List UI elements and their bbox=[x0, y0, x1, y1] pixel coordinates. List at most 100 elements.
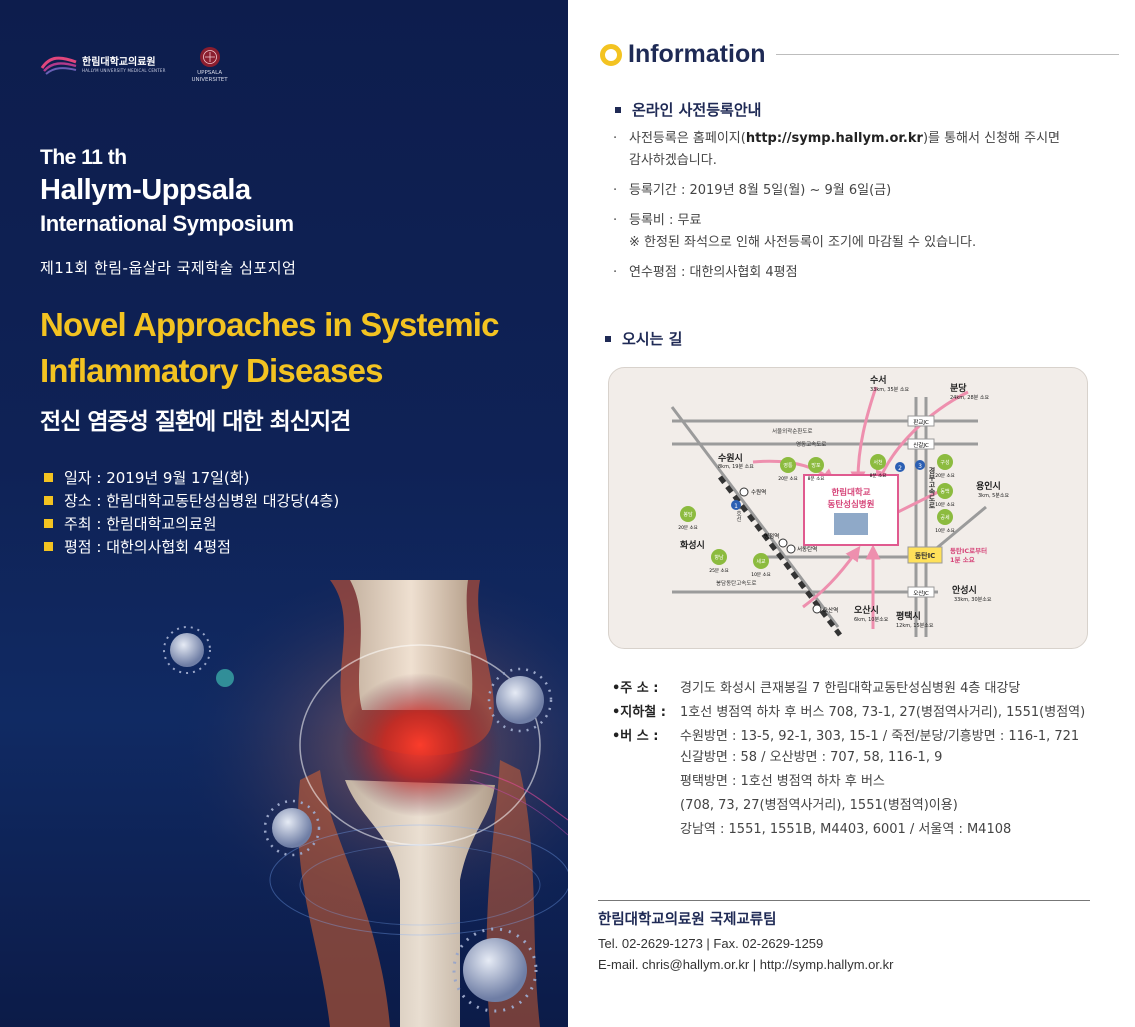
bus-line-1: 수원방면 : 13-5, 92-1, 303, 15-1 / 죽전/분당/기흥방… bbox=[680, 728, 1080, 744]
svg-text:25분 소요: 25분 소요 bbox=[709, 568, 729, 574]
uppsala-seal-icon bbox=[199, 47, 220, 67]
hallym-logo: 한림대학교의료원 HALLYM UNIVERSITY MEDICAL CENTE… bbox=[40, 54, 166, 76]
svg-text:20분 소요: 20분 소요 bbox=[935, 473, 955, 479]
svg-text:20분 소요: 20분 소요 bbox=[678, 525, 698, 531]
bus-line-4: (708, 73, 27(병점역사거리), 1551(병점역)이용) bbox=[680, 798, 958, 813]
registration-details: · 사전등록은 홈페이지(http://symp.hallym.or.kr)를 … bbox=[613, 128, 1113, 284]
bullet-square bbox=[615, 106, 621, 113]
svg-text:6km, 10분소요: 6km, 10분소요 bbox=[854, 617, 889, 623]
bullet-dot: · bbox=[613, 131, 618, 146]
svg-text:20분 소요: 20분 소요 bbox=[778, 476, 798, 482]
svg-text:3: 3 bbox=[918, 463, 922, 470]
hospital-name-2: 동탄성심병원 bbox=[828, 499, 875, 510]
logo-row: 한림대학교의료원 HALLYM UNIVERSITY MEDICAL CENTE… bbox=[40, 46, 232, 84]
subway-row: •지하철 : 1호선 병점역 하차 후 버스 708, 73-1, 27(병점역… bbox=[612, 698, 1085, 722]
bus-line-2: 신갈방면 : 58 / 오산방면 : 707, 58, 116-1, 9 bbox=[680, 750, 943, 765]
svg-text:33km, 30분소요: 33km, 30분소요 bbox=[954, 597, 992, 603]
svg-text:8분 소요: 8분 소요 bbox=[870, 473, 887, 479]
header-divider bbox=[776, 54, 1119, 55]
reg-item-fee: ·등록비 : 무료 bbox=[613, 213, 702, 228]
svg-text:33km, 35분 소요: 33km, 35분 소요 bbox=[870, 387, 909, 393]
reg-item-homepage: · 사전등록은 홈페이지(http://symp.hallym.or.kr)를 … bbox=[613, 128, 1113, 150]
reg-item-homepage-cont: 감사하겠습니다. bbox=[629, 153, 717, 168]
svg-text:1분 소요: 1분 소요 bbox=[950, 555, 975, 564]
hospital-building-icon bbox=[834, 513, 868, 535]
bullet-square bbox=[44, 473, 53, 482]
svg-text:화성시: 화성시 bbox=[680, 539, 705, 551]
detail-credit: 평점 : 대한의사협회 4평점 bbox=[44, 535, 339, 558]
svg-text:10분 소요: 10분 소요 bbox=[935, 502, 955, 508]
directions-map: 한림대학교 동탄성심병원 동탄IC 동탄IC로부터 1분 소요 판교JC 신갈J… bbox=[608, 367, 1088, 649]
svg-text:경부고속도로: 경부고속도로 bbox=[928, 466, 936, 509]
svg-text:세교: 세교 bbox=[756, 558, 766, 565]
dongtan-ic-box bbox=[907, 546, 943, 564]
svg-text:서울외곽순환도로: 서울외곽순환도로 bbox=[772, 427, 812, 435]
svg-text:1: 1 bbox=[734, 503, 738, 510]
svg-text:평택시: 평택시 bbox=[896, 610, 921, 622]
hallym-wave-icon bbox=[40, 56, 77, 75]
edition-title: The 11 th bbox=[40, 146, 127, 169]
svg-text:오산JC: 오산JC bbox=[913, 589, 929, 597]
directions-heading: 오시는 길 bbox=[605, 328, 682, 349]
detail-date: 일자 : 2019년 9월 17일(화) bbox=[44, 466, 339, 489]
svg-text:10분 소요: 10분 소요 bbox=[935, 528, 955, 534]
detail-venue: 장소 : 한림대학교동탄성심병원 대강당(4층) bbox=[44, 489, 339, 512]
hospital-name: 한림대학교 bbox=[831, 487, 870, 498]
svg-text:동백: 동백 bbox=[940, 488, 950, 495]
uppsala-logo-text: UPPSALA UNIVERSITET bbox=[191, 70, 228, 83]
svg-text:수원시: 수원시 bbox=[718, 452, 743, 464]
svg-text:향남: 향남 bbox=[714, 554, 724, 561]
svg-text:수원역: 수원역 bbox=[751, 488, 766, 496]
svg-text:영통: 영통 bbox=[783, 462, 793, 469]
symposium-type: International Symposium bbox=[40, 211, 294, 236]
theme-kr: 전신 염증성 질환에 대한 최신지견 bbox=[40, 409, 351, 435]
ring-icon bbox=[600, 43, 622, 66]
svg-text:오산시: 오산시 bbox=[854, 604, 879, 616]
railway-line bbox=[718, 475, 842, 637]
svg-text:용인시: 용인시 bbox=[976, 481, 1001, 492]
svg-text:8km, 19분 소요: 8km, 19분 소요 bbox=[718, 464, 754, 470]
address-row: •주 소 : 경기도 화성시 큰재봉길 7 한림대학교동탄성심병원 4층 대강당 bbox=[612, 674, 1085, 698]
svg-text:동탄IC로부터: 동탄IC로부터 bbox=[950, 546, 987, 555]
hallym-logo-kr: 한림대학교의료원 bbox=[82, 57, 156, 68]
bullet-square bbox=[44, 542, 53, 551]
reg-item-credit: ·연수평점 : 대한의사협회 4평점 bbox=[613, 265, 798, 280]
footer-divider bbox=[598, 900, 1090, 901]
footer-email[interactable]: E-mail. chris@hallym.or.kr | http://symp… bbox=[598, 957, 894, 972]
information-title: Information bbox=[628, 40, 766, 68]
bullet-square bbox=[44, 519, 53, 528]
bus-row: •버 스 : 수원방면 : 13-5, 92-1, 303, 15-1 / 죽전… bbox=[612, 722, 1085, 746]
registration-url[interactable]: http://symp.hallym.or.kr bbox=[745, 131, 923, 146]
uppsala-logo: UPPSALA UNIVERSITET bbox=[188, 46, 232, 84]
symposium-name: Hallym-Uppsala bbox=[40, 174, 251, 206]
svg-text:24km, 28분 소요: 24km, 28분 소요 bbox=[950, 395, 989, 401]
svg-text:서천: 서천 bbox=[873, 459, 883, 466]
svg-text:망포: 망포 bbox=[811, 462, 821, 469]
svg-text:2: 2 bbox=[898, 465, 902, 472]
svg-text:10분 소요: 10분 소요 bbox=[751, 572, 771, 578]
information-panel: Information 온라인 사전등록안내 · 사전등록은 홈페이지(http… bbox=[568, 0, 1135, 1027]
reg-item-period: ·등록기간 : 2019년 8월 5일(월) ~ 9월 6일(금) bbox=[613, 183, 892, 198]
svg-text:봉담: 봉담 bbox=[683, 511, 693, 518]
svg-text:동탄IC: 동탄IC bbox=[915, 551, 936, 560]
svg-text:신갈JC: 신갈JC bbox=[913, 441, 929, 449]
symposium-title-kr: 제11회 한림-웁살라 국제학술 심포지엄 bbox=[40, 259, 297, 277]
svg-text:8분 소요: 8분 소요 bbox=[808, 476, 825, 482]
svg-text:병점역: 병점역 bbox=[764, 532, 779, 540]
hallym-logo-en: HALLYM UNIVERSITY MEDICAL CENTER bbox=[82, 68, 166, 73]
svg-text:판교JC: 판교JC bbox=[913, 418, 929, 426]
svg-text:봉담동탄고속도로: 봉담동탄고속도로 bbox=[716, 579, 756, 587]
registration-heading: 온라인 사전등록안내 bbox=[615, 99, 761, 120]
theme-line-1: Novel Approaches in Systemic bbox=[40, 306, 500, 343]
svg-text:공세: 공세 bbox=[940, 514, 950, 521]
svg-text:분당: 분당 bbox=[950, 382, 967, 394]
detail-host: 주최 : 한림대학교의료원 bbox=[44, 512, 339, 535]
svg-text:3km, 5분소요: 3km, 5분소요 bbox=[978, 493, 1010, 499]
svg-text:영동고속도로: 영동고속도로 bbox=[796, 440, 826, 448]
footer-phone: Tel. 02-2629-1273 | Fax. 02-2629-1259 bbox=[598, 936, 824, 951]
information-header: Information bbox=[600, 40, 766, 69]
reg-item-fee-note: ※ 한정된 좌석으로 인해 사전등록이 조기에 마감될 수 있습니다. bbox=[629, 235, 977, 250]
poster-cover: 한림대학교의료원 HALLYM UNIVERSITY MEDICAL CENTE… bbox=[0, 0, 568, 1027]
svg-text:안성시: 안성시 bbox=[952, 584, 977, 596]
